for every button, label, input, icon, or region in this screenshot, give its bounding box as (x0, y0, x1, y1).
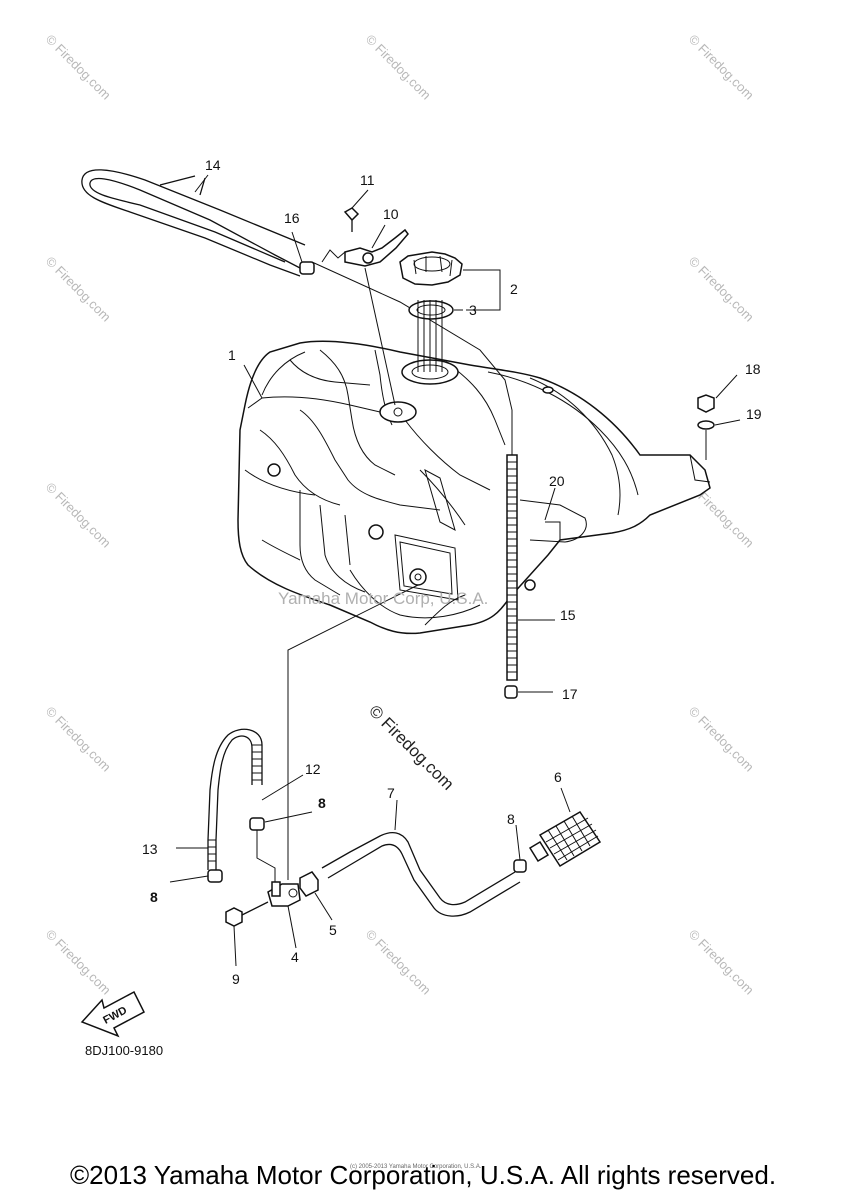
callout-8-lower: 8 (150, 889, 158, 905)
callout-14: 14 (205, 157, 221, 173)
fwd-arrow-icon: FWD (80, 990, 145, 1038)
callouts: 1 2 3 4 5 6 7 8 8 8 9 10 11 12 13 14 15 … (142, 157, 762, 987)
filler-gasket (408, 300, 454, 372)
screw-9 (225, 901, 269, 927)
callout-3: 3 (469, 302, 477, 318)
callout-7: 7 (387, 785, 395, 801)
watermark: © Firedog.com (43, 704, 114, 775)
diagram-code: 8DJ100-9180 (85, 1043, 163, 1058)
callout-1: 1 (228, 347, 236, 363)
callout-4: 4 (291, 949, 299, 965)
clip-8b (207, 869, 223, 883)
fuel-pipe (321, 831, 521, 917)
fuel-cap (399, 251, 463, 286)
hose-clamp-16 (299, 261, 315, 275)
callout-16: 16 (284, 210, 300, 226)
watermark: © Firedog.com (43, 254, 114, 325)
callout-19: 19 (746, 406, 762, 422)
overflow-hose (506, 454, 518, 681)
watermark: © Firedog.com (686, 254, 757, 325)
screw-11 (343, 207, 360, 232)
fuel-cock (267, 881, 301, 907)
watermark: © Firedog.com (686, 32, 757, 103)
callout-17: 17 (562, 686, 578, 702)
callout-6: 6 (554, 769, 562, 785)
watermark: © Firedog.com (43, 927, 114, 998)
callout-13: 13 (142, 841, 158, 857)
callout-15: 15 (560, 607, 576, 623)
watermark: © Firedog.com (363, 32, 434, 103)
seal-5 (299, 871, 319, 897)
fuel-tank (237, 340, 711, 635)
diagram-watermark: © Firedog.com (365, 701, 457, 793)
callout-12: 12 (305, 761, 321, 777)
watermark: © Firedog.com (43, 480, 114, 551)
nut-18 (697, 394, 715, 413)
hose-12-13 (207, 728, 263, 870)
vent-hose (81, 169, 306, 277)
leader-lines (169, 174, 741, 967)
callout-20: 20 (549, 473, 565, 489)
clip-8c (513, 859, 527, 873)
footer-copyright: ©2013 Yamaha Motor Corporation, U.S.A. A… (69, 1160, 777, 1190)
watermark: © Firedog.com (43, 32, 114, 103)
callout-9: 9 (232, 971, 240, 987)
callout-10: 10 (383, 206, 399, 222)
watermark: © Firedog.com (686, 927, 757, 998)
center-watermark: Yamaha Motor Corp, U.S.A. (278, 589, 488, 608)
callout-2: 2 (510, 281, 518, 297)
clip-8a (249, 817, 265, 831)
watermark: © Firedog.com (686, 704, 757, 775)
callout-8-right: 8 (507, 811, 515, 827)
watermark: © Firedog.com (363, 927, 434, 998)
callout-11: 11 (360, 172, 375, 188)
callout-8-upper: 8 (318, 795, 326, 811)
callout-5: 5 (329, 922, 337, 938)
hose-cap-17 (504, 685, 518, 699)
tiny-copyright: (c) 2005-2013 Yamaha Motor Corporation, … (350, 1164, 482, 1170)
callout-18: 18 (745, 361, 761, 377)
washer-19 (697, 420, 715, 430)
fuel-filter (528, 810, 602, 868)
breather-fitting (321, 228, 409, 406)
